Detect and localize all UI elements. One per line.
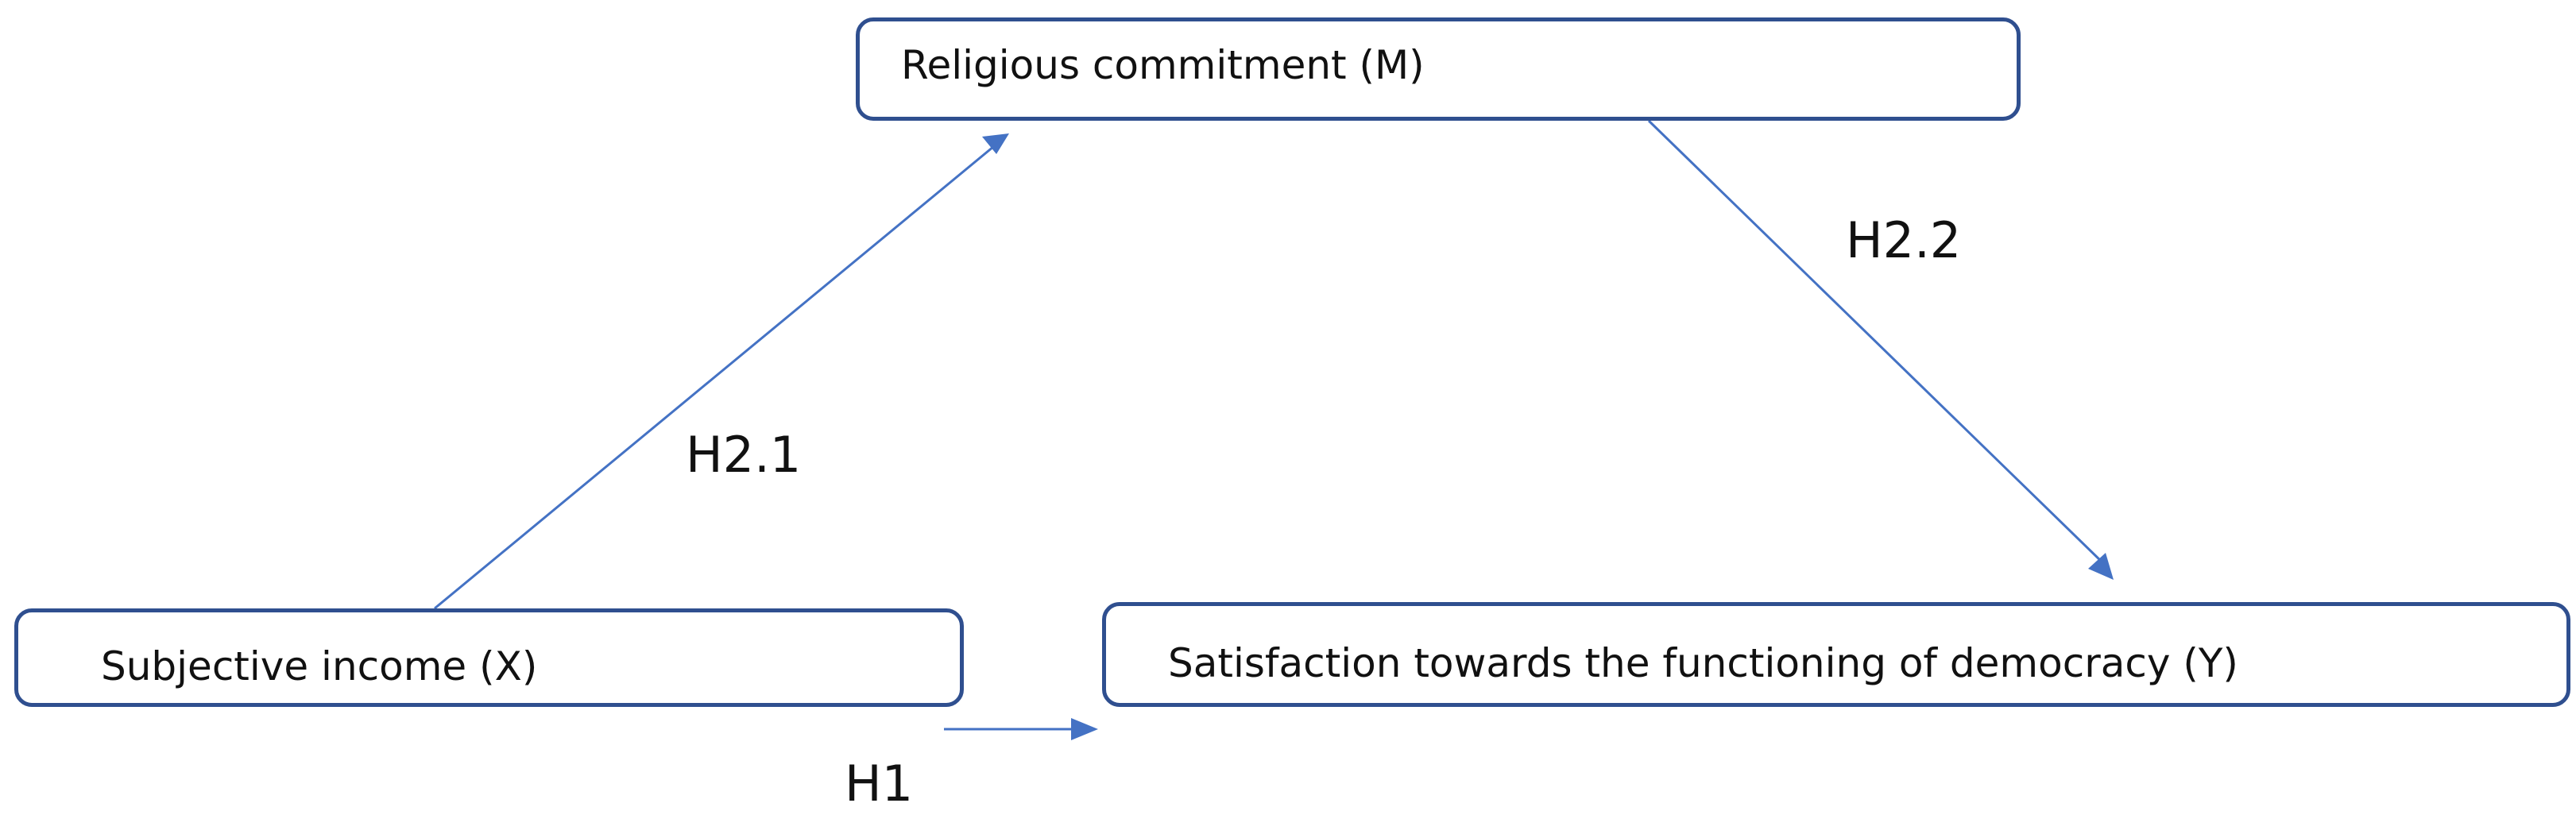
path-label-h2-1: H2.1	[686, 426, 802, 484]
node-religious-commitment: Religious commitment (M)	[856, 17, 2021, 121]
node-satisfaction-democracy: Satisfaction towards the functioning of …	[1102, 602, 2570, 707]
arrow-m-to-y	[1647, 119, 2106, 566]
arrowhead-m-to-y	[2088, 553, 2114, 580]
node-subjective-income: Subjective income (X)	[14, 608, 964, 707]
path-label-h2-2: H2.2	[1846, 211, 1962, 269]
path-label-h1: H1	[845, 755, 914, 813]
node-label: Satisfaction towards the functioning of …	[1168, 640, 2238, 686]
node-label: Subjective income (X)	[101, 643, 538, 689]
arrowhead-x-to-y	[1071, 718, 1098, 740]
arrow-x-to-m	[434, 137, 1004, 610]
arrowhead-x-to-m	[982, 133, 1009, 154]
node-label: Religious commitment (M)	[901, 42, 1425, 88]
